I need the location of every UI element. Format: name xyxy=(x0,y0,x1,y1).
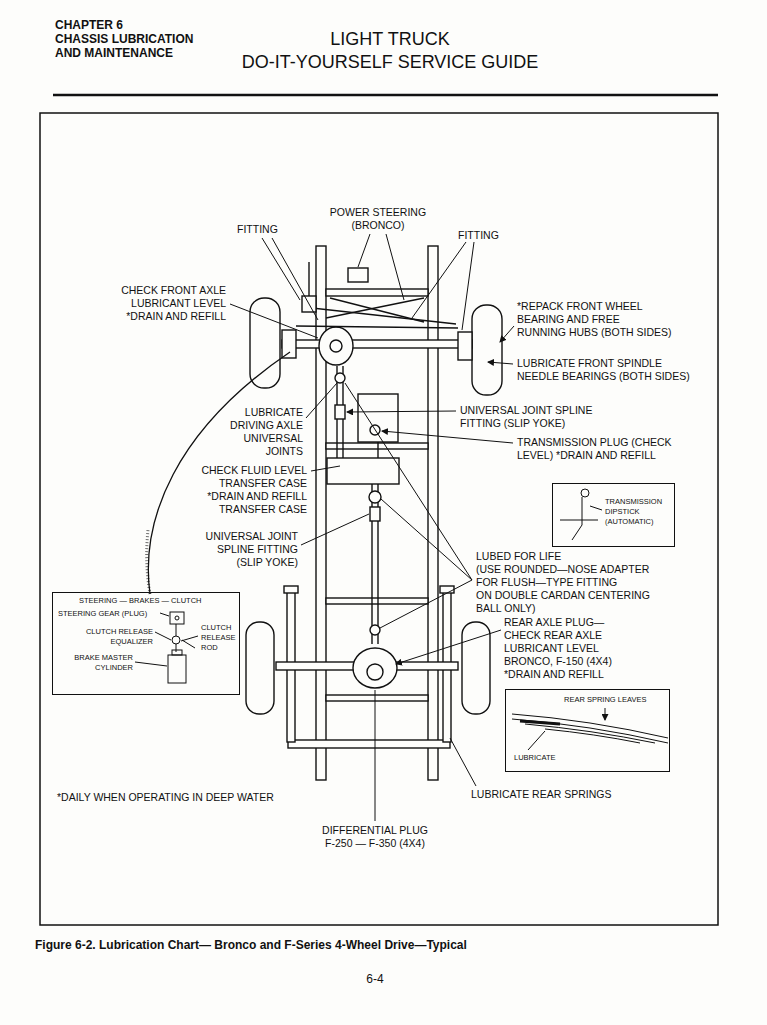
callout-label: DIFFERENTIAL PLUGF-250 — F-350 (4X4) xyxy=(322,824,428,850)
callout-label: REAR AXLE PLUG—CHECK REAR AXLELUBRICANT … xyxy=(504,616,612,681)
callout-label: LUBED FOR LIFE(USE ROUNDED—NOSE ADAPTERF… xyxy=(476,550,650,615)
inset-label: STEERING GEAR (PLUG) xyxy=(58,609,147,619)
figure-caption: Figure 6-2. Lubrication Chart— Bronco an… xyxy=(35,938,467,953)
chapter-heading: CHAPTER 6CHASSIS LUBRICATIONAND MAINTENA… xyxy=(55,18,193,60)
callout-label: TRANSMISSION PLUG (CHECKLEVEL) *DRAIN AN… xyxy=(517,436,672,462)
callout-label: LUBRICATE FRONT SPINDLENEEDLE BEARINGS (… xyxy=(517,357,690,383)
dipstick-sketch xyxy=(560,489,602,540)
inset-label: CLUTCH RELEASEEQUALIZER xyxy=(86,627,153,647)
callout-label: CHECK FRONT AXLELUBRICANT LEVEL*DRAIN AN… xyxy=(121,284,226,323)
callout-label: UNIVERSAL JOINTSPLINE FITTING(SLIP YOKE) xyxy=(206,530,298,569)
inset-label: BRAKE MASTERCYLINDER xyxy=(74,653,133,673)
inset-box: STEERING — BRAKES — CLUTCH STEERING GEAR … xyxy=(52,592,240,695)
callout-label: UNIVERSAL JOINT SPLINEFITTING (SLIP YOKE… xyxy=(460,404,592,430)
callout-label: *DAILY WHEN OPERATING IN DEEP WATER xyxy=(57,791,274,804)
inset-label: LUBRICATE xyxy=(514,753,556,763)
callout-label: *REPACK FRONT WHEELBEARING AND FREERUNNI… xyxy=(517,300,672,339)
header-rule xyxy=(53,94,718,97)
inset-box: TRANSMISSIONDIPSTICK(AUTOMATIC) xyxy=(552,483,675,547)
steering-brakes-clutch-sketch xyxy=(135,612,198,683)
spring-leaves-sketch xyxy=(512,708,668,750)
inset-label: TRANSMISSIONDIPSTICK(AUTOMATIC) xyxy=(605,497,662,527)
callout-label: POWER STEERING(BRONCO) xyxy=(330,206,426,232)
callout-label: LUBRICATEDRIVING AXLEUNIVERSALJOINTS xyxy=(230,406,303,458)
page-number: 6-4 xyxy=(366,973,383,986)
inset-box: REAR SPRING LEAVES LUBRICATE xyxy=(505,689,670,772)
page-title: LIGHT TRUCKDO-IT-YOURSELF SERVICE GUIDE xyxy=(242,28,539,74)
callout-label: FITTING xyxy=(237,223,278,236)
callout-label: CHECK FLUID LEVELTRANSFER CASE*DRAIN AND… xyxy=(201,464,307,516)
figure-frame xyxy=(40,113,718,925)
callout-label: FITTING xyxy=(458,229,499,242)
inset-heading: STEERING — BRAKES — CLUTCH xyxy=(79,596,202,606)
inset-label: CLUTCHRELEASEROD xyxy=(201,623,236,653)
inset-label: REAR SPRING LEAVES xyxy=(564,695,646,705)
callout-label: LUBRICATE REAR SPRINGS xyxy=(471,788,611,801)
